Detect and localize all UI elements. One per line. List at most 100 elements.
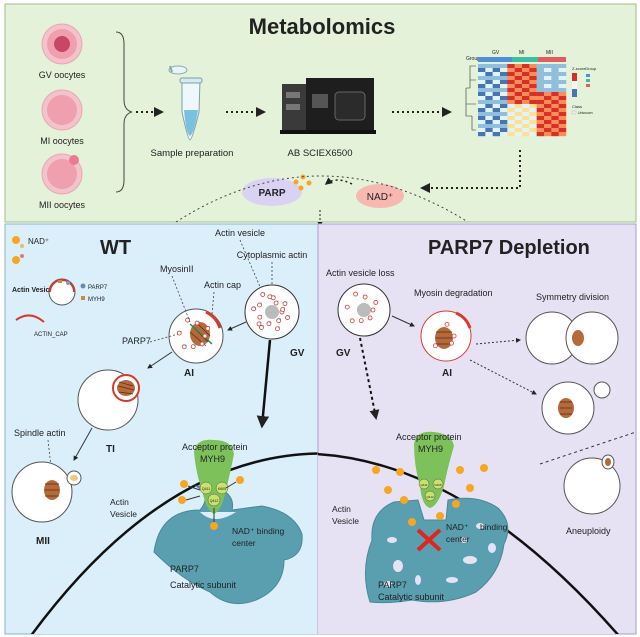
heatmap-cell [514, 104, 523, 109]
pocket-hole [461, 537, 467, 543]
wt-parp7-label: PARP7 [122, 336, 151, 346]
pocket-hole [446, 577, 458, 583]
arrow-ko-gv-to-zoom [359, 337, 380, 420]
heatmap-cell [522, 72, 530, 77]
heatmap-cell [507, 80, 515, 85]
heatmap-cell [551, 132, 559, 137]
gv-oocyte [41, 23, 83, 65]
heatmap-cell [536, 92, 545, 97]
heatmap-cell [522, 108, 530, 113]
wt-ai-label: AI [184, 368, 194, 379]
mii-oocyte [41, 153, 83, 195]
heatmap-cell [507, 112, 515, 117]
legend-myh9-label: MYH9 [88, 297, 105, 303]
heatmap-cell [522, 96, 530, 101]
actin-vesicle-dot [449, 340, 454, 346]
parp7-dot [278, 326, 280, 329]
heatmap-cell [544, 96, 552, 101]
wt-cytoplasmic-actin-label: Cytoplasmic actin [237, 250, 308, 260]
heatmap-cell [485, 128, 493, 133]
heatmap-cell [522, 124, 530, 129]
nad-top-label: NAD⁺ [367, 192, 393, 203]
heatmap-cell [536, 96, 545, 101]
ko-center-label: center [446, 534, 470, 544]
heatmap-cell [522, 80, 530, 85]
heatmap-cell [492, 72, 501, 77]
heatmap-cell [522, 104, 530, 109]
heatmap-cell [485, 104, 493, 109]
wt-ti-cell [77, 369, 140, 431]
heatmap-cell [500, 68, 508, 73]
heatmap-cell [536, 80, 545, 85]
wt-ti-label: TI [106, 444, 115, 455]
wt-residue-2: K605 [218, 487, 226, 491]
wt-gv-cell [244, 284, 300, 340]
heatmap-cell [522, 68, 530, 73]
heatmap-cell [507, 68, 515, 73]
arrow-ko-ai-to-aneuploid [469, 359, 537, 395]
wt-residue-3: Q412 [210, 499, 219, 503]
parp7-dot [283, 307, 286, 309]
heatmap-cell [500, 72, 508, 77]
heatmap-cell [544, 80, 552, 85]
heatmap-cell [492, 80, 501, 85]
heatmap-cell [522, 88, 530, 93]
heatmap-cell [478, 64, 486, 69]
heatmap-cell [551, 120, 559, 125]
pocket-hole [393, 560, 403, 572]
actin-vesicle-dot [353, 291, 358, 297]
heatmap-cell [507, 100, 515, 105]
heatmap-cell [500, 124, 508, 129]
ko-panel: PARP7 Depletion Actin vesicle loss GV My… [317, 223, 637, 635]
heatmap-cell [514, 68, 523, 73]
wt-catalytic-label: Catalytic subunit [170, 580, 237, 590]
heatmap-cell [514, 64, 523, 69]
heatmap-cell [558, 96, 567, 101]
actin-vesicle-dot [373, 300, 379, 305]
arrow-ko-ai-to-symmetry [475, 337, 521, 345]
heatmap-cell [507, 124, 515, 129]
heatmap-cell [485, 96, 493, 101]
mii-oocytes-label: MII oocytes [39, 200, 86, 210]
heatmap-cell [544, 120, 552, 125]
pocket-hole [384, 581, 392, 587]
heatmap-cell [514, 80, 523, 85]
gv-oocytes-label: GV oocytes [39, 70, 86, 80]
parp7-dot [270, 294, 273, 297]
heatmap-cell [485, 132, 493, 137]
heatmap-cell [529, 124, 537, 129]
heatmap-cell [522, 120, 530, 125]
heatmap-cell [529, 84, 537, 89]
heatmap-cell [500, 80, 508, 85]
heatmap-group-gv: GV [492, 50, 500, 56]
heatmap-cell [492, 116, 501, 121]
ko-residue-3: Q412 [426, 495, 434, 499]
actin-vesicle-dot [344, 304, 350, 310]
heatmap-cell [485, 80, 493, 85]
heatmap-cell [544, 104, 552, 109]
ko-blocked-x-icon [416, 528, 442, 552]
heatmap-cell [485, 84, 493, 89]
heatmap-legend-class: Class [572, 104, 582, 109]
heatmap-cell [544, 72, 552, 77]
heatmap-cell [514, 84, 523, 89]
parp7-dot [273, 295, 276, 298]
ko-nad-label: NAD⁺ [446, 522, 469, 532]
heatmap-cell [507, 132, 515, 137]
heatmap-cell [529, 112, 537, 117]
metabolomics-panel: Metabolomics GV oocytes MI oocytes MII o… [4, 3, 637, 227]
heatmap-cell [500, 120, 508, 125]
heatmap-cell [478, 72, 486, 77]
parp7-dot [184, 344, 187, 347]
heatmap-cell [551, 104, 559, 109]
heatmap-cell [478, 96, 486, 101]
heatmap-cell [507, 72, 515, 77]
heatmap-cell [558, 100, 567, 105]
arrow-wt-gv-to-zoom [256, 339, 272, 429]
heatmap-cell [478, 112, 486, 117]
heatmap-cell [500, 88, 508, 93]
wt-residue-1: Q411 [202, 487, 210, 491]
wt-actin-cap-label: Actin cap [204, 280, 241, 290]
